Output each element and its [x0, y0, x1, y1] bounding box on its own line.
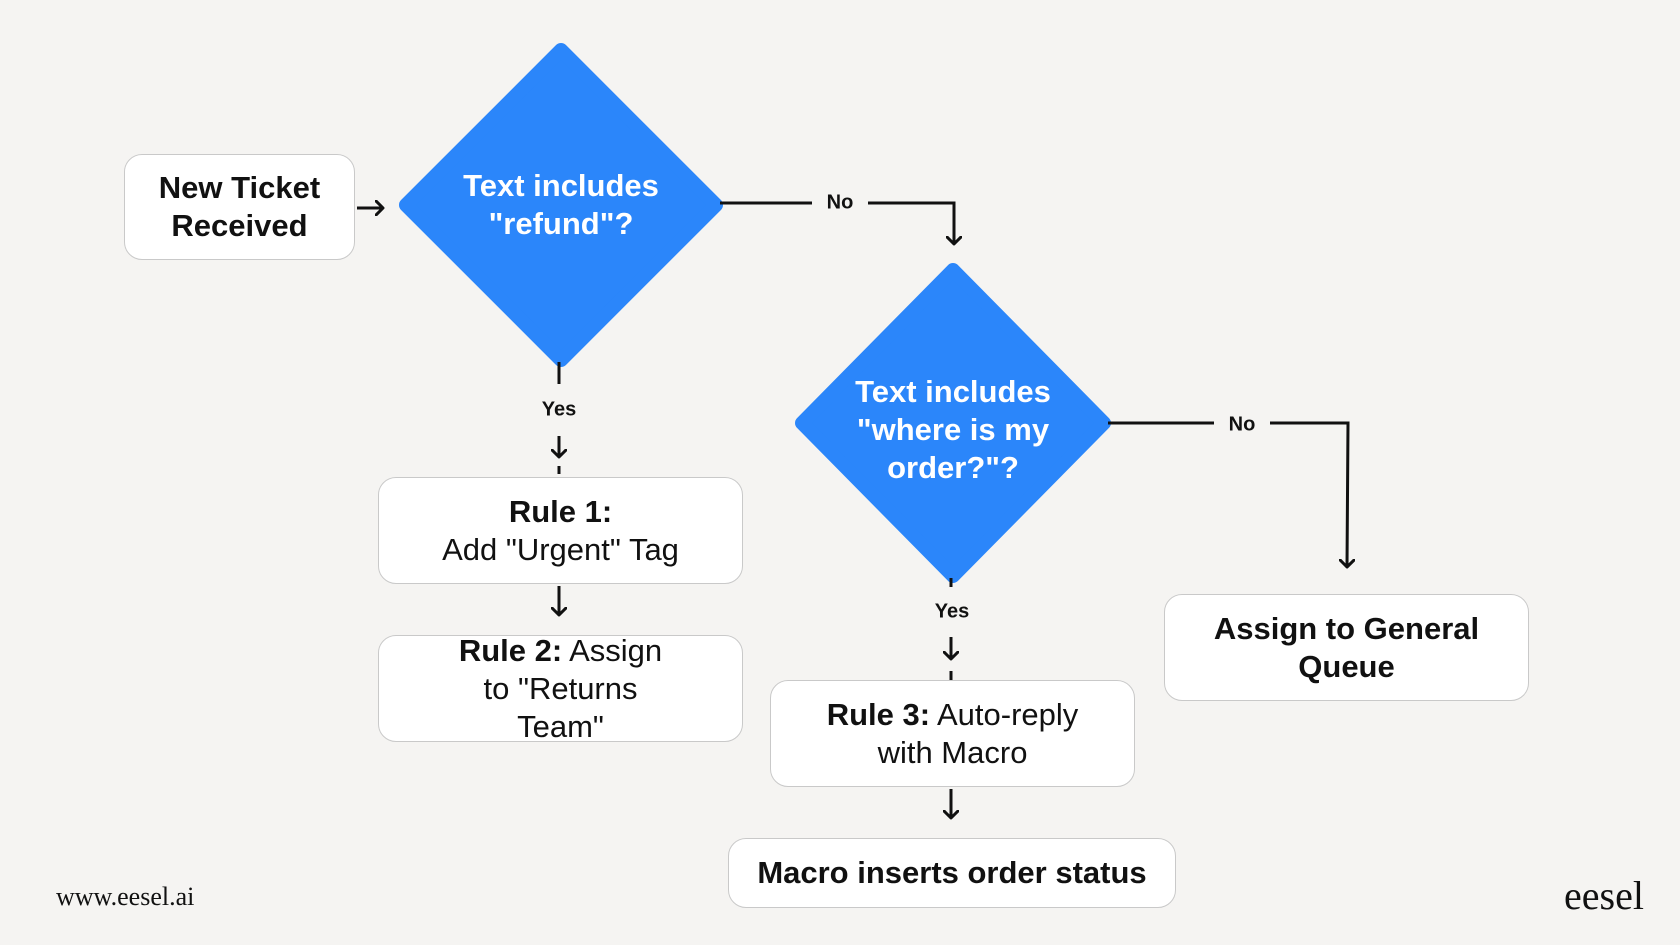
- rule3-content: Rule 3: Auto-reply with Macro: [821, 696, 1084, 772]
- rule3-node: Rule 3: Auto-reply with Macro: [770, 680, 1135, 787]
- rule1-title: Rule 1:: [508, 493, 613, 529]
- rule3-text: Auto-reply with Macro: [877, 696, 1079, 770]
- decision-order-label: Text includes "where is my order?"?: [855, 374, 1051, 485]
- edge-order-no-continued: [1270, 421, 1348, 567]
- general-queue-label: Assign to General Queue: [1213, 610, 1480, 684]
- macro-status-node: Macro inserts order status: [728, 838, 1176, 908]
- rule2-text: Assign to "Returns Team": [483, 632, 663, 744]
- general-queue-node: Assign to General Queue: [1164, 594, 1529, 701]
- decision-order-shape: [795, 263, 1111, 583]
- edge-label-order-no: No: [1224, 413, 1260, 437]
- edge-refund-no-continued: [868, 201, 954, 244]
- start-node-label: New Ticket Received: [158, 170, 321, 243]
- decision-refund-shape: [399, 43, 723, 367]
- rule1-node: Rule 1: Add "Urgent" Tag: [378, 477, 743, 584]
- eesel-logo: eesel: [1564, 873, 1644, 918]
- edge-label-refund-yes: Yes: [537, 398, 581, 422]
- decision-refund-label: Text includes "refund"?: [463, 168, 659, 241]
- edge-label-refund-no: No: [822, 191, 858, 215]
- start-node: New Ticket Received: [124, 154, 355, 260]
- rule3-title: Rule 3:: [826, 696, 931, 732]
- macro-status-label: Macro inserts order status: [757, 855, 1147, 890]
- rule2-content: Rule 2: Assign to "Returns Team": [449, 632, 672, 746]
- footer-url: www.eesel.ai: [56, 882, 195, 911]
- rule2-node: Rule 2: Assign to "Returns Team": [378, 633, 743, 744]
- edge-label-order-yes: Yes: [930, 600, 974, 624]
- rule2-title: Rule 2:: [458, 632, 563, 668]
- rule1-text: Add "Urgent" Tag: [442, 531, 679, 567]
